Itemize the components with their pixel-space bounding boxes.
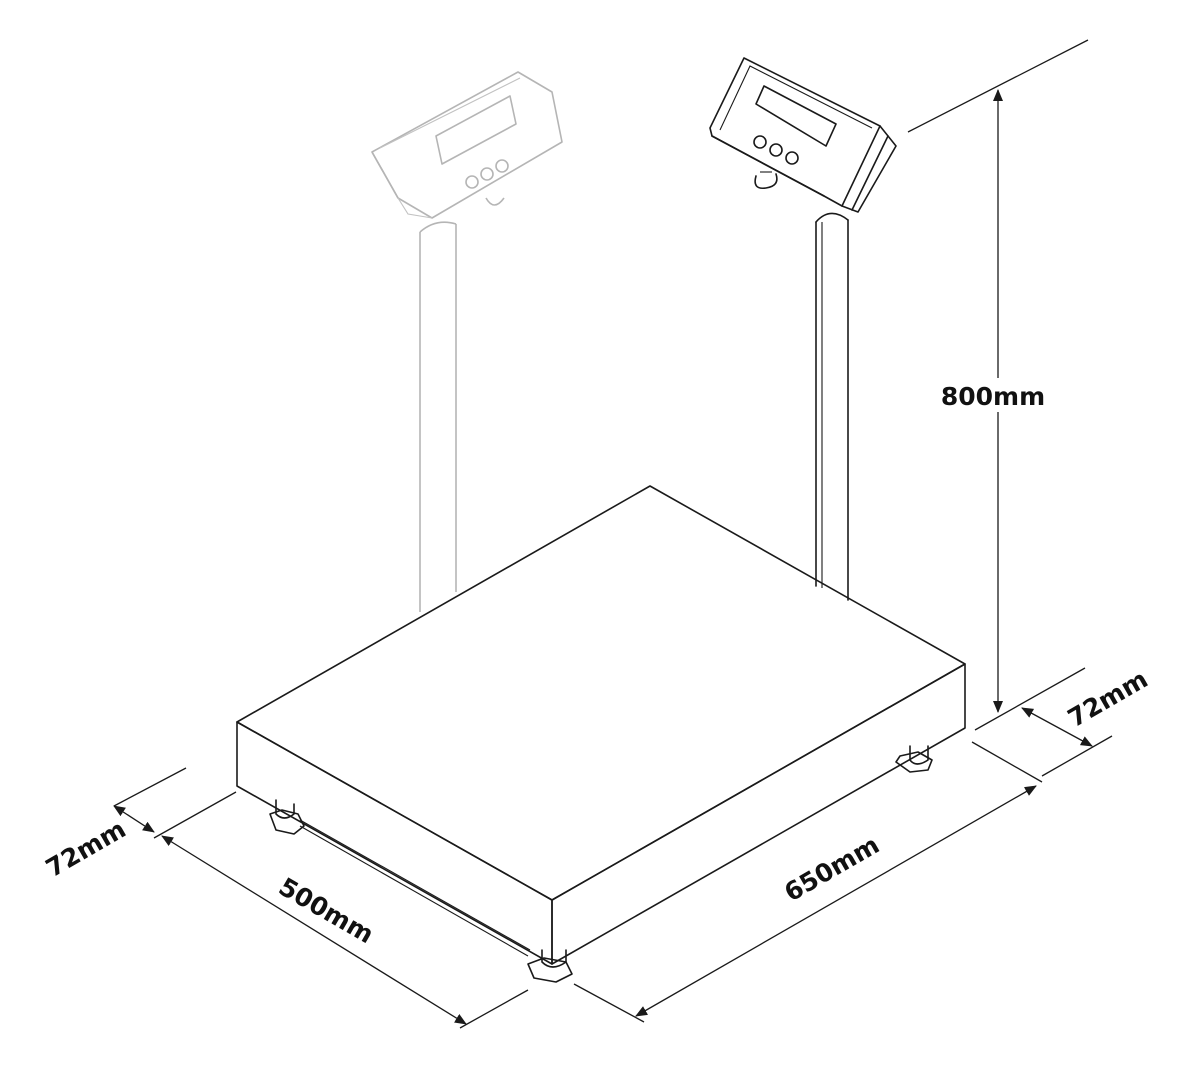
depth-dimension: 650mm [573,741,1043,1023]
foot-front-dimension: 72mm [41,767,187,883]
foot-back-label: 72mm [1063,664,1153,733]
depth-label: 650mm [779,830,884,907]
keypad-buttons-icon [753,135,799,165]
width-dimension: 500mm [153,791,529,1029]
indicator-display-icon [755,85,837,147]
height-label: 800mm [941,382,1045,411]
foot-back-dimension: 72mm [1021,664,1153,777]
foot-back-right-icon [895,745,933,773]
indicator-column [815,212,849,601]
foot-front-left-icon [269,799,305,835]
ghost-indicator-column [371,71,563,612]
foot-front-label: 72mm [41,814,131,883]
height-dimension: 800mm [907,39,1089,731]
indicator-head [709,57,897,213]
foot-front-icon [527,949,573,983]
weighing-platform [236,485,966,965]
